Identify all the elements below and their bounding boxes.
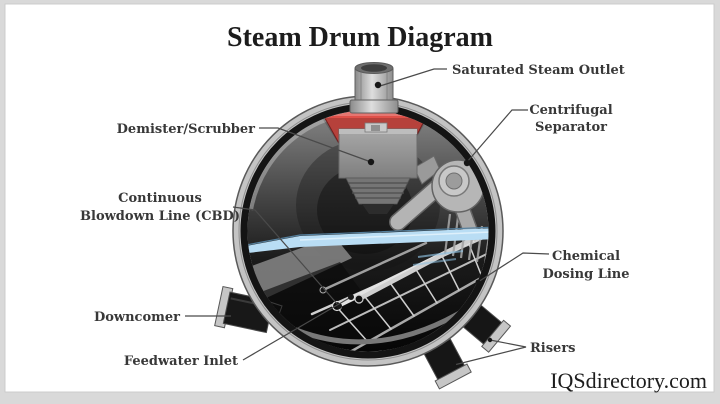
dot-centrifugal-separator xyxy=(463,159,471,167)
dot-riser-left xyxy=(451,362,457,368)
label-downcomer: Downcomer xyxy=(94,310,180,325)
leader-demister-scrubber xyxy=(259,127,372,163)
leader-feedwater-inlet xyxy=(242,296,352,361)
label-centrifugal-separator-line2: Separator xyxy=(535,120,607,135)
leader-centrifugal-separator xyxy=(466,109,528,163)
label-demister-scrubber: Demister/Scrubber xyxy=(117,122,255,137)
label-risers: Risers xyxy=(530,341,576,356)
label-feedwater-inlet: Feedwater Inlet xyxy=(124,354,238,369)
leader-lines xyxy=(185,68,550,368)
leader-saturated-steam-outlet xyxy=(379,68,447,87)
dot-feedwater-inlet xyxy=(348,294,354,300)
label-centrifugal-separator-line1: Centrifugal xyxy=(529,103,612,118)
label-chemical-dosing-line2: Dosing Line xyxy=(542,267,629,282)
riser-nozzle-left xyxy=(423,338,472,390)
centrifugal-separator-assembly xyxy=(389,155,485,238)
label-saturated-steam-outlet: Saturated Steam Outlet xyxy=(452,63,625,78)
leader-risers xyxy=(453,339,527,366)
dot-riser-right xyxy=(487,337,493,343)
shell-cut-wedge xyxy=(247,236,352,300)
dot-chemical-dosing xyxy=(475,279,481,285)
page-title: Steam Drum Diagram xyxy=(227,22,493,53)
demister-scrubber-block xyxy=(316,110,434,214)
water-line xyxy=(247,226,489,266)
label-continuous-blowdown-line2: Blowdown Line (CBD) xyxy=(80,209,240,224)
label-continuous-blowdown-line1: Continuous xyxy=(118,191,202,206)
watermark: IQSdirectory.com xyxy=(550,368,707,393)
dot-saturated-steam-outlet xyxy=(374,81,382,89)
steam-outlet-nozzle xyxy=(349,62,399,114)
label-chemical-dosing-line1: Chemical xyxy=(552,249,620,264)
leader-continuous-blowdown xyxy=(232,206,340,307)
leader-chemical-dosing xyxy=(477,252,550,283)
dot-demister-scrubber xyxy=(367,158,375,166)
